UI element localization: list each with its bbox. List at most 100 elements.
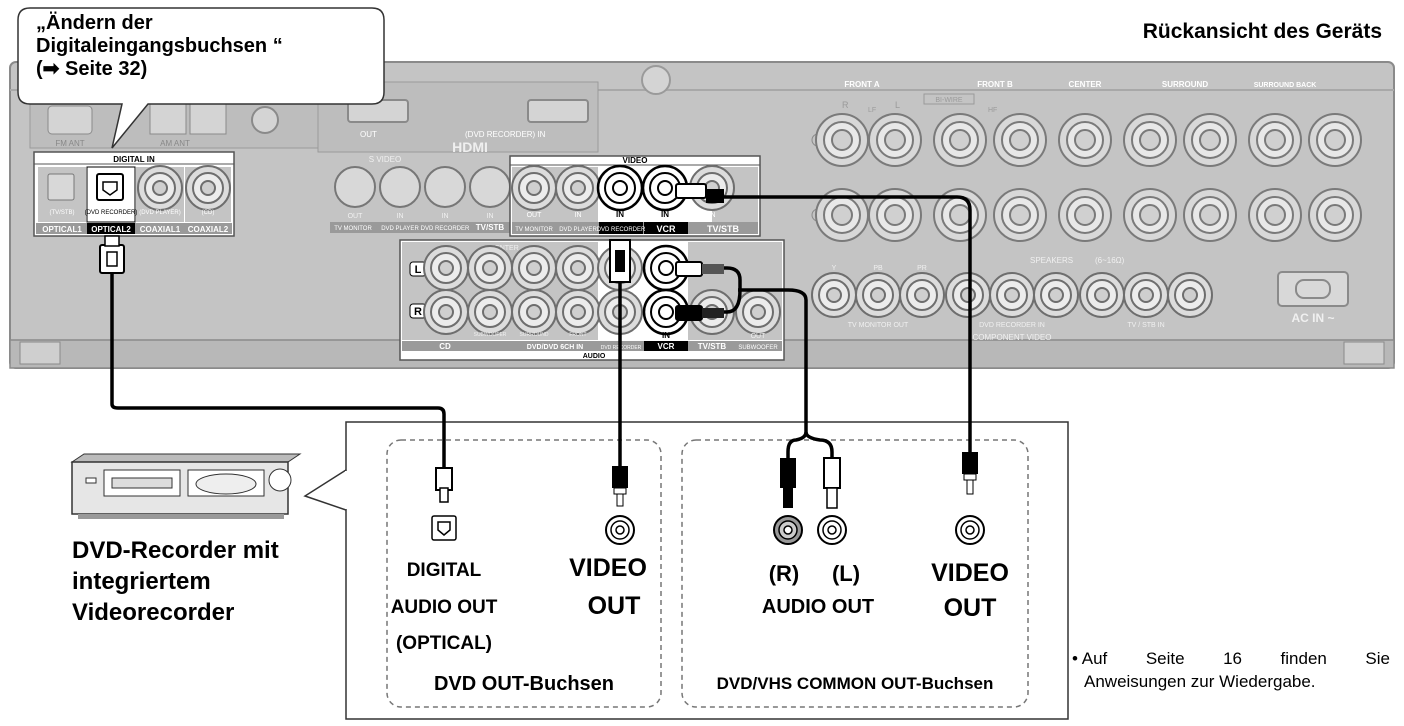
note-word-3: finden (1280, 649, 1327, 668)
audio-in-label: IN (662, 331, 670, 340)
optical-out-jack (431, 515, 457, 541)
digital-out-line3: (OPTICAL) (396, 633, 492, 654)
audio-l-label: (L) (832, 561, 860, 586)
component-pb: PB (873, 265, 883, 272)
s-video-io-1: OUT (348, 213, 364, 220)
device-label-line2: integriertem (72, 568, 211, 595)
video-label-5: TV/STB (707, 224, 740, 234)
antenna-section: FM ANT AM ANT (29, 97, 321, 149)
common-out-group-label: DVD/VHS COMMON OUT-Buchsen (717, 674, 994, 693)
dvd-out-group (386, 439, 662, 708)
ac-in-block: AC IN ~ (1277, 271, 1349, 325)
speakers-block: FRONT A FRONT B CENTER SURROUND SURROUND… (795, 80, 1390, 265)
digital-sub-dvd-recorder: (DVD RECORDER) (85, 210, 138, 216)
component-label-1: TV MONITOR OUT (848, 322, 909, 329)
am-ant-label: AM ANT (160, 139, 190, 148)
outputs-panel (345, 421, 1069, 720)
audio-out-l-jack (817, 515, 847, 545)
video-io-3: IN (616, 210, 624, 219)
video-out-dvd-line1: VIDEO (569, 554, 647, 582)
audio-label-tvstb: TV/STB (698, 342, 727, 351)
speakers-range: (6~16Ω) (1095, 256, 1125, 265)
audio-6ch-sub-1: SUBWOOFER (474, 332, 507, 338)
cables (110, 195, 972, 472)
digital-out-line2: AUDIO OUT (391, 597, 498, 618)
callout-line3: (➡ Seite 32) (36, 58, 148, 80)
s-video-io-2: IN (397, 213, 404, 220)
note-word-0: • Auf (1072, 647, 1107, 670)
dvd-out-group-label: DVD OUT-Buchsen (434, 673, 614, 695)
video-io-4: IN (661, 210, 669, 219)
plugs-outputs (435, 452, 978, 509)
audio-block: L R CENTER SUBWOOFER SURROUND FRONT IN O… (399, 239, 785, 361)
component-pr: PR (917, 265, 927, 272)
audio-6ch-sub-2: SURROUND (520, 332, 549, 338)
note-word-auf: Auf (1081, 649, 1108, 668)
device-pointer (303, 469, 347, 511)
audio-cable-split-r (786, 431, 808, 460)
dvd-recorder-device (70, 453, 302, 519)
s-video-title: S VIDEO (369, 155, 401, 164)
audio-center-label: CENTER (490, 245, 519, 252)
hdmi-logo: HDMI (452, 139, 488, 155)
video-out-jack-common (955, 515, 985, 545)
note-word-2: 16 (1223, 649, 1243, 668)
coaxial2-label: COAXIAL2 (188, 225, 229, 234)
output-jacks (431, 515, 985, 545)
hdmi-in-label: (DVD RECORDER) IN (465, 130, 546, 139)
audio-r-marker: R (414, 306, 422, 318)
video-io-1: OUT (527, 212, 543, 219)
digital-sub-cd: (CD) (202, 210, 215, 216)
audio-cable-split-l (804, 431, 834, 460)
speaker-l-marker: L (895, 100, 900, 110)
fm-ant-label: FM ANT (55, 139, 84, 148)
speaker-r-marker: R (842, 100, 849, 110)
speaker-group-surround: SURROUND (1162, 80, 1208, 89)
hdmi-section: OUT (DVD RECORDER) IN HDMI (317, 81, 599, 155)
component-video-block: Y PB PR TV MONITOR OUT DVD RECORDER IN T… (811, 265, 1213, 342)
s-video-label-2: DVD PLAYER (381, 226, 419, 232)
component-label-2: DVD RECORDER IN (979, 322, 1045, 329)
video-out-common-line2: OUT (944, 594, 997, 622)
audio-cable-loop (700, 266, 742, 314)
speaker-group-surround-back: SURROUND BACK (1254, 82, 1317, 89)
video-io-5: IN (709, 212, 716, 219)
note-bullet: • (1072, 649, 1078, 668)
note-line2: Anweisungen zur Wiedergabe. (1084, 672, 1316, 691)
common-out-group (681, 439, 1029, 708)
audio-out-label: OUT (751, 333, 767, 340)
optical2-label: OPTICAL2 (91, 225, 131, 234)
s-video-label-3: DVD RECORDER (421, 226, 470, 232)
hdmi-out-label: OUT (360, 130, 377, 139)
optical1-label: OPTICAL1 (42, 225, 82, 234)
video-block: VIDEO OUT IN IN IN IN TV MONITOR DVD PLA… (509, 155, 761, 237)
video-label-4: VCR (656, 224, 676, 234)
video-label-2: DVD PLAYER (559, 227, 597, 233)
playback-note: • Auf Seite 16 finden Sie Anweisungen zu… (1072, 647, 1390, 693)
callout-line2: Digitaleingangsbuchsen “ (36, 35, 283, 57)
video-cable-common (720, 195, 972, 455)
audio-out-label: AUDIO OUT (762, 596, 874, 618)
speakers-title: SPEAKERS (1030, 256, 1073, 265)
device-label: DVD-Recorder mit integriertem Videorecor… (72, 535, 279, 628)
plugs-panel (99, 183, 724, 321)
bi-wire-label: BI-WIRE (935, 97, 963, 104)
audio-out-r-jack (773, 515, 803, 545)
speaker-group-front-a: FRONT A (844, 80, 879, 89)
s-video-io-4: IN (487, 213, 494, 220)
audio-r-label: (R) (769, 561, 800, 586)
digital-sub-dvd-player: (DVD PLAYER) (139, 210, 181, 216)
ac-in-label: AC IN ~ (1291, 311, 1334, 325)
component-title: COMPONENT VIDEO (973, 333, 1052, 342)
video-title: VIDEO (623, 156, 648, 165)
digital-out-line1: DIGITAL (407, 560, 482, 581)
audio-cable-main (738, 288, 808, 432)
audio-6ch-sub-3: FRONT (569, 332, 586, 338)
speaker-group-front-b: FRONT B (977, 80, 1013, 89)
speaker-hf-label: HF (988, 107, 997, 114)
s-video-label-4: TV/STB (476, 223, 505, 232)
s-video-block: S VIDEO OUT IN IN IN TV MONITOR DVD PLAY… (330, 155, 512, 233)
component-label-3: TV / STB IN (1127, 322, 1164, 329)
s-video-io-3: IN (442, 213, 449, 220)
note-word-4: Sie (1365, 649, 1390, 668)
